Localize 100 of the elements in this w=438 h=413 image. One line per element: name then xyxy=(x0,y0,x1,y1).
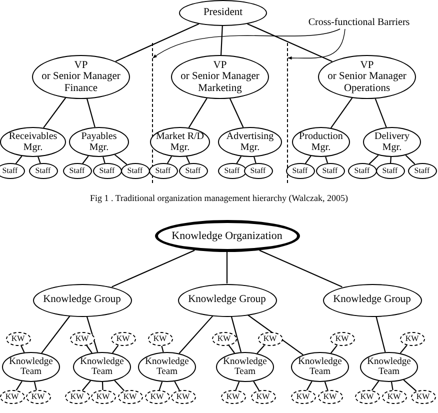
connector-line xyxy=(174,381,180,391)
staff-ellipse xyxy=(348,163,376,179)
staff-ellipse xyxy=(286,163,314,179)
curved-arrow xyxy=(288,28,346,60)
worker-ellipse xyxy=(382,390,406,404)
connector-line xyxy=(368,154,379,164)
team-ellipse xyxy=(138,352,196,382)
connector-line xyxy=(86,98,96,128)
node-label: Payables Mgr. xyxy=(81,131,117,153)
staff-ellipse xyxy=(120,163,150,179)
connector-line xyxy=(41,316,70,354)
connector-line xyxy=(188,98,208,128)
node-label: KW xyxy=(150,392,164,402)
worker-ellipse xyxy=(220,390,246,404)
staff-ellipse xyxy=(316,163,344,179)
node-label: Staff xyxy=(414,166,430,176)
node-label: Knowledge Group xyxy=(333,294,411,306)
connector-line xyxy=(403,380,417,392)
connector-line xyxy=(236,156,242,164)
connector-line xyxy=(178,315,214,354)
node-label: Production Mgr. xyxy=(299,131,343,153)
node-label: VP or Senior Manager Finance xyxy=(42,60,120,94)
connector-line xyxy=(102,156,106,164)
connector-line xyxy=(253,381,260,391)
node-label: Knowledge Organization xyxy=(172,230,282,242)
connector-line xyxy=(374,98,387,128)
worker-ellipse xyxy=(110,332,136,346)
connector-line xyxy=(82,156,89,164)
node-label: Staff xyxy=(322,166,338,176)
connector-line xyxy=(330,98,353,128)
staff-ellipse xyxy=(62,163,92,179)
worker-ellipse xyxy=(290,390,316,404)
connector-line xyxy=(259,250,342,288)
node-label: KW xyxy=(116,334,130,344)
node-label: Staff xyxy=(99,166,115,176)
worker-ellipse xyxy=(410,390,436,404)
connector-line xyxy=(86,345,92,354)
node-label: KW xyxy=(263,334,277,344)
worker-ellipse xyxy=(170,390,196,404)
connector-line xyxy=(254,156,256,164)
staff-ellipse xyxy=(0,163,24,179)
connector-line xyxy=(166,156,172,164)
worker-ellipse xyxy=(330,332,354,346)
connector-line xyxy=(161,346,164,352)
connector-line xyxy=(247,23,332,62)
worker-ellipse xyxy=(250,390,276,404)
connector-line xyxy=(229,98,244,128)
worker-ellipse xyxy=(144,390,170,404)
connector-line xyxy=(20,346,25,353)
connector-line xyxy=(226,252,228,284)
staff-ellipse xyxy=(408,163,436,179)
node-label: Market R/D Mgr. xyxy=(156,131,204,153)
node-label: KW xyxy=(360,392,374,402)
node-label: VP or Senior Manager Marketing xyxy=(180,60,260,94)
connector-line xyxy=(235,381,240,390)
node-label: KW xyxy=(256,392,270,402)
connector-line xyxy=(114,154,128,165)
node-label: KW xyxy=(31,392,45,402)
connector-line xyxy=(38,156,41,164)
team-ellipse xyxy=(73,352,131,382)
node-label: Receivables Mgr. xyxy=(8,131,58,153)
node-label: KW xyxy=(70,392,84,402)
staff-ellipse xyxy=(376,163,404,179)
node-label: Staff xyxy=(2,166,18,176)
connector-line xyxy=(400,345,408,354)
connector-line xyxy=(304,156,312,164)
connector-line xyxy=(390,156,392,164)
worker-ellipse xyxy=(118,390,142,404)
node-label: KW xyxy=(153,334,167,344)
team-ellipse xyxy=(360,352,418,382)
connector-line xyxy=(112,345,119,354)
node-label: Staff xyxy=(35,166,51,176)
node-label: Staff xyxy=(185,166,201,176)
worker-ellipse xyxy=(212,332,236,346)
connector-line xyxy=(112,250,195,288)
connector-line xyxy=(220,26,223,56)
worker-ellipse xyxy=(0,390,24,404)
position-ellipse xyxy=(363,127,421,157)
connector-line xyxy=(324,382,328,390)
node-label: KW xyxy=(405,334,419,344)
figure-caption: Fig 1 . Traditional organization management hierarchy (Walczak, 2005) xyxy=(90,193,348,203)
node-label: Staff xyxy=(354,166,370,176)
connector-line xyxy=(43,98,66,128)
node-label: KW xyxy=(296,392,310,402)
node-label: Knowledge Team xyxy=(145,356,189,378)
node-label: KW xyxy=(323,392,337,402)
staff-ellipse xyxy=(92,163,122,179)
connector-line xyxy=(306,381,312,391)
node-label: KW xyxy=(416,392,430,402)
node-label: KW xyxy=(123,392,137,402)
connector-line xyxy=(390,382,394,390)
connector-line xyxy=(330,345,338,354)
node-label: KW xyxy=(217,334,231,344)
staff-ellipse xyxy=(148,163,178,179)
node-label: Knowledge Team xyxy=(298,356,342,378)
connector-line xyxy=(325,156,328,164)
worker-ellipse xyxy=(400,332,424,346)
node-label: KW xyxy=(75,334,89,344)
curved-arrow xyxy=(152,28,340,58)
node-label: President xyxy=(203,7,243,19)
